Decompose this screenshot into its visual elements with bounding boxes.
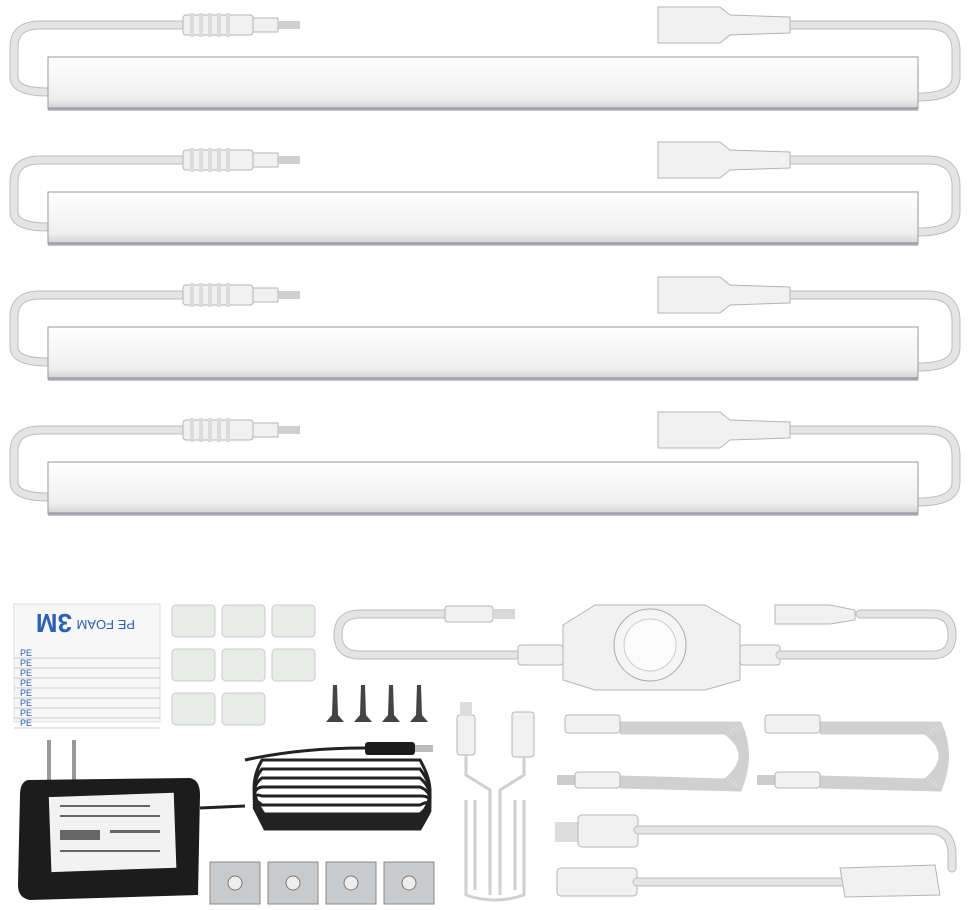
cable	[786, 156, 960, 236]
light-bar	[9, 276, 961, 381]
screw	[410, 685, 428, 722]
tape-strip-label: PE	[20, 658, 32, 668]
power-adapter	[18, 740, 433, 900]
tape-strip-label: PE	[20, 708, 32, 718]
female-connector	[657, 141, 791, 179]
end-clip	[221, 648, 266, 682]
end-clip	[221, 604, 266, 638]
screw	[382, 685, 400, 722]
tape-strip-label: PE	[20, 678, 32, 688]
tape-strip-label: PE	[20, 698, 32, 708]
screw	[354, 685, 372, 722]
light-bar	[9, 411, 961, 516]
end-clip	[271, 604, 316, 638]
cable	[786, 426, 960, 506]
female-connector	[657, 6, 791, 44]
light-bar-body	[47, 56, 919, 110]
screws	[326, 685, 428, 722]
cable	[10, 21, 187, 96]
female-connector	[764, 714, 821, 734]
mounting-brackets	[209, 861, 435, 905]
end-clip	[171, 692, 216, 726]
light-bars	[9, 6, 961, 516]
end-clip	[171, 604, 216, 638]
tape-logo: 3M	[36, 608, 72, 638]
dimmer-switch	[333, 604, 957, 691]
male-connector	[774, 771, 821, 789]
screw	[326, 685, 344, 722]
cable	[786, 291, 960, 371]
end-clip	[221, 692, 266, 726]
splitter-cable	[555, 814, 957, 898]
cable	[786, 21, 960, 101]
light-bar-body	[47, 461, 919, 515]
tape-strip-label: PE	[20, 668, 32, 678]
cable	[10, 426, 187, 501]
extension-cable	[757, 714, 949, 792]
tape-strip-label: PE	[20, 648, 32, 658]
female-connector	[657, 411, 791, 449]
end-clip	[171, 648, 216, 682]
light-bar	[9, 141, 961, 246]
tape-label: PE FOAM	[76, 617, 135, 632]
end-clip	[271, 648, 316, 682]
male-connector	[574, 771, 621, 789]
female-connector	[564, 714, 621, 734]
light-bar	[9, 6, 961, 111]
cable	[10, 291, 187, 366]
y-splitter-cable	[456, 702, 535, 902]
cable	[10, 156, 187, 231]
extension-cable	[557, 714, 749, 792]
extension-cables	[557, 714, 949, 792]
light-bar-body	[47, 191, 919, 245]
tape-strip-label: PE	[20, 688, 32, 698]
female-connector	[657, 276, 791, 314]
end-clips	[171, 604, 316, 726]
tape-strip-label: PE	[20, 718, 32, 728]
light-bar-body	[47, 326, 919, 380]
